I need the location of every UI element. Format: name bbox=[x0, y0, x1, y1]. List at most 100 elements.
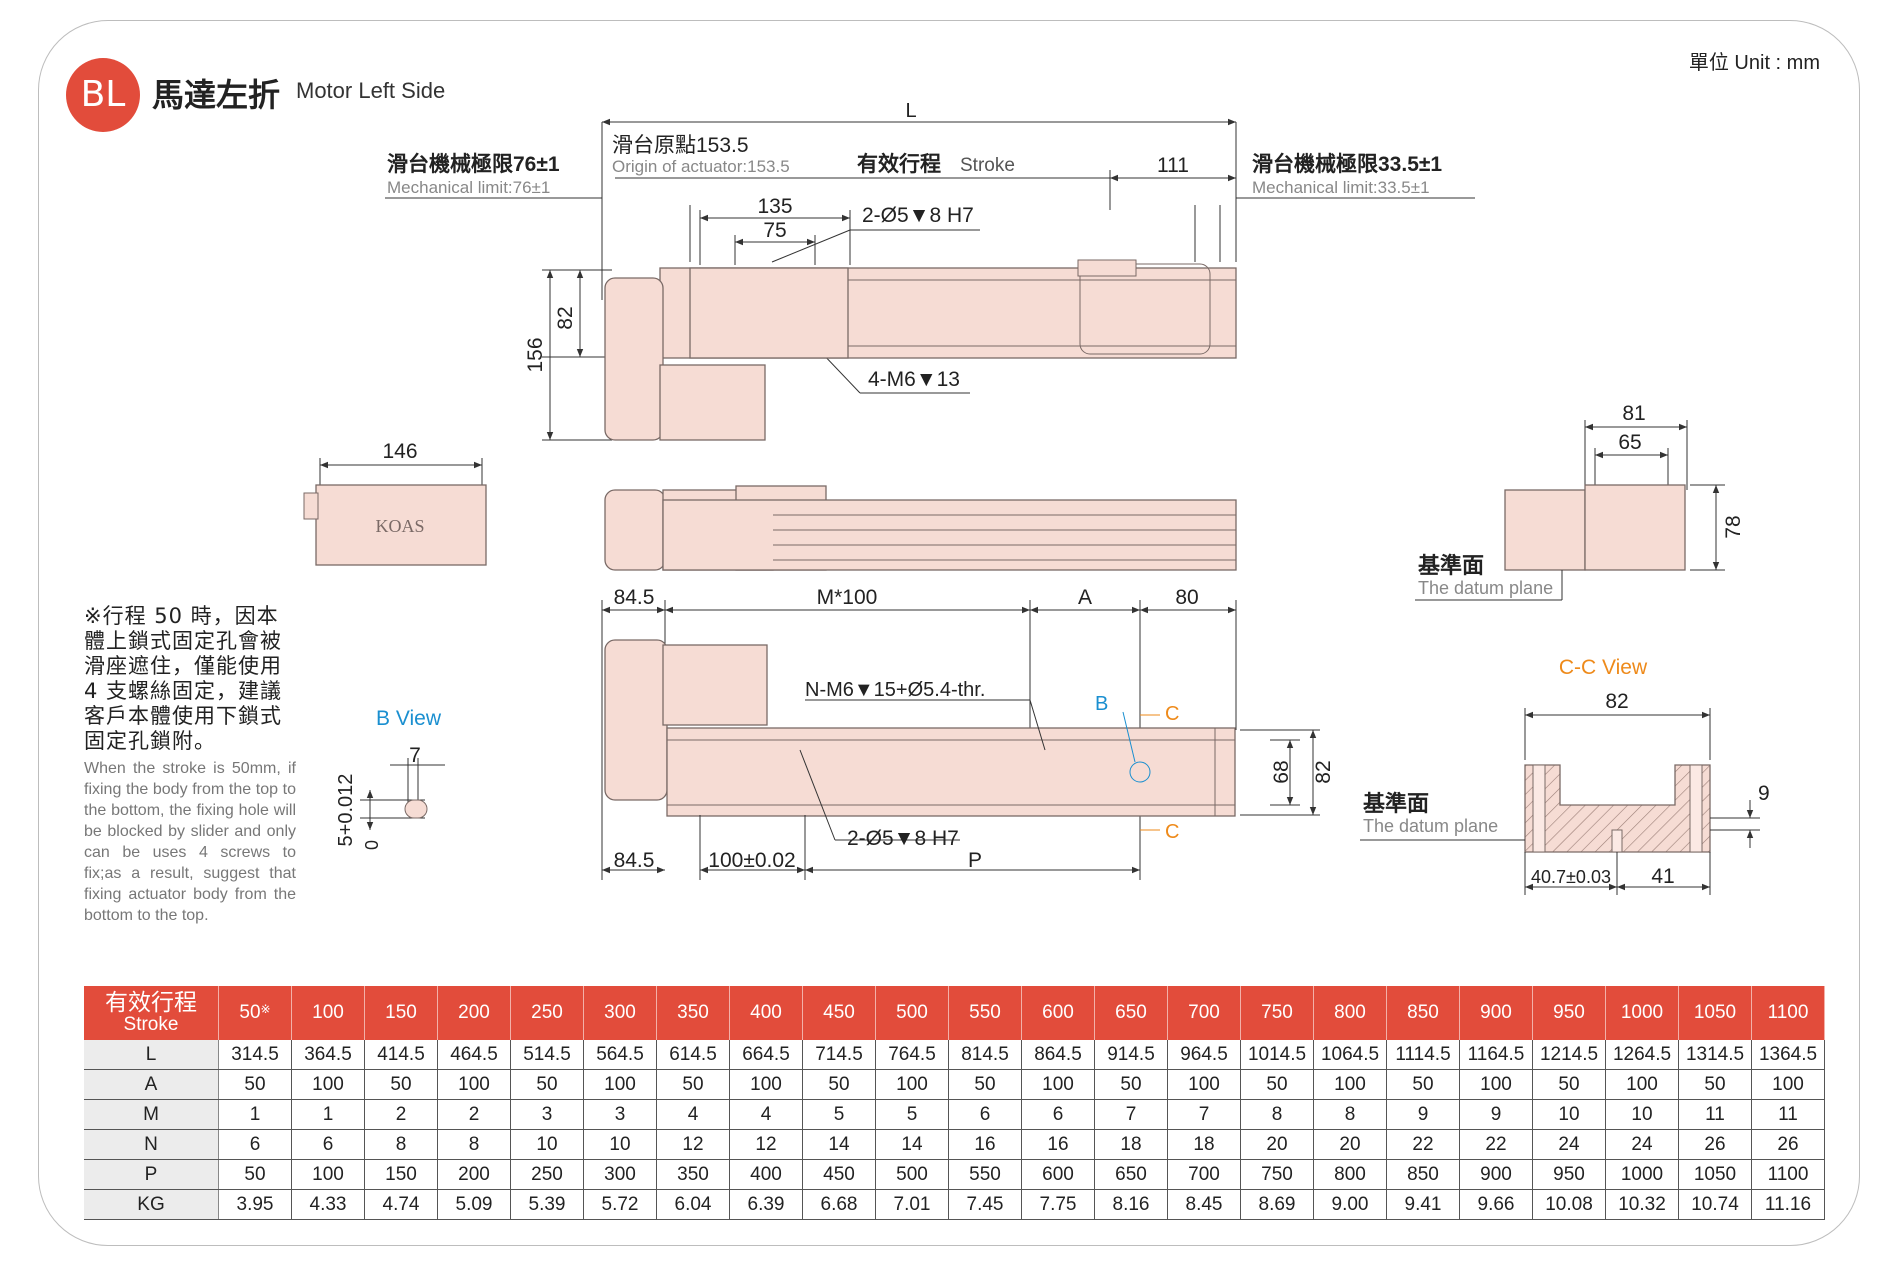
table-cell: 4.74 bbox=[364, 1189, 438, 1220]
screw-callout-bottom: N-M6▼15+Ø5.4-thr. bbox=[805, 679, 985, 701]
top-view bbox=[385, 118, 1475, 441]
table-cell: 4.33 bbox=[291, 1189, 365, 1220]
stroke-label-en: Stroke bbox=[960, 155, 1015, 176]
table-cell: 9 bbox=[1386, 1099, 1460, 1130]
table-cell: 700 bbox=[1167, 1159, 1241, 1190]
stroke-col-header: 250 bbox=[510, 986, 584, 1040]
table-cell: 9.66 bbox=[1459, 1189, 1533, 1220]
table-cell: 500 bbox=[875, 1159, 949, 1190]
table-cell: 1114.5 bbox=[1386, 1040, 1460, 1070]
slider-screw-callout: 4-M6▼13 bbox=[868, 368, 960, 391]
table-cell: 7 bbox=[1167, 1099, 1241, 1130]
stroke-col-header: 650 bbox=[1094, 986, 1168, 1040]
datum-label-en-1: The datum plane bbox=[1418, 578, 1553, 598]
section-badge: BL bbox=[66, 58, 140, 132]
table-cell: 1214.5 bbox=[1532, 1040, 1606, 1070]
stroke-col-header: 1050 bbox=[1678, 986, 1752, 1040]
row-label: P bbox=[84, 1159, 219, 1190]
stroke-col-header: 100 bbox=[291, 986, 365, 1040]
table-cell: 564.5 bbox=[583, 1040, 657, 1070]
table-cell: 100 bbox=[291, 1069, 365, 1100]
table-cell: 464.5 bbox=[437, 1040, 511, 1070]
table-cell: 364.5 bbox=[291, 1040, 365, 1070]
table-cell: 26 bbox=[1678, 1129, 1752, 1160]
table-cell: 5.39 bbox=[510, 1189, 584, 1220]
table-cell: 100 bbox=[875, 1069, 949, 1100]
table-cell: 100 bbox=[1605, 1069, 1679, 1100]
table-cell: 964.5 bbox=[1167, 1040, 1241, 1070]
table-cell: 250 bbox=[510, 1159, 584, 1190]
table-cell: 6.04 bbox=[656, 1189, 730, 1220]
table-cell: 24 bbox=[1605, 1129, 1679, 1160]
table-cell: 50 bbox=[218, 1069, 292, 1100]
stroke-note-en: When the stroke is 50mm, if fixing the b… bbox=[84, 760, 296, 924]
table-cell: 100 bbox=[1459, 1069, 1533, 1100]
cc-view-section bbox=[1360, 708, 1760, 895]
row-label: L bbox=[84, 1040, 219, 1070]
stroke-col-header: 200 bbox=[437, 986, 511, 1040]
table-cell: 11 bbox=[1751, 1099, 1825, 1130]
table-cell: 8.69 bbox=[1240, 1189, 1314, 1220]
table-cell: 800 bbox=[1313, 1159, 1387, 1190]
table-cell: 9.00 bbox=[1313, 1189, 1387, 1220]
table-cell: 50 bbox=[1386, 1069, 1460, 1100]
table-cell: 10.74 bbox=[1678, 1189, 1752, 1220]
mech-limit-right-cn: 滑台機械極限33.5±1 bbox=[1252, 152, 1442, 176]
table-cell: 8 bbox=[1240, 1099, 1314, 1130]
dim-100: 100±0.02 bbox=[708, 849, 795, 872]
table-cell: 7.01 bbox=[875, 1189, 949, 1220]
table-cell: 900 bbox=[1459, 1159, 1533, 1190]
dim-40-7: 40.7±0.03 bbox=[1531, 867, 1611, 887]
dim-82-side: 82 bbox=[1312, 760, 1335, 783]
table-cell: 10 bbox=[1532, 1099, 1606, 1130]
table-cell: 7.75 bbox=[1021, 1189, 1095, 1220]
table-cell: 6 bbox=[218, 1129, 292, 1160]
table-cell: 8 bbox=[437, 1129, 511, 1160]
table-cell: 514.5 bbox=[510, 1040, 584, 1070]
table-cell: 50 bbox=[948, 1069, 1022, 1100]
table-cell: 100 bbox=[1313, 1069, 1387, 1100]
section-title-en: Motor Left Side bbox=[296, 78, 446, 103]
table-cell: 650 bbox=[1094, 1159, 1168, 1190]
table-cell: 750 bbox=[1240, 1159, 1314, 1190]
table-cell: 100 bbox=[437, 1069, 511, 1100]
section-title-cn: 馬達左折 bbox=[152, 76, 281, 114]
stroke-col-header: 50※ bbox=[218, 986, 292, 1040]
table-cell: 950 bbox=[1532, 1159, 1606, 1190]
dim-82-cc: 82 bbox=[1605, 690, 1628, 713]
table-cell: 914.5 bbox=[1094, 1040, 1168, 1070]
table-cell: 7.45 bbox=[948, 1189, 1022, 1220]
table-cell: 11.16 bbox=[1751, 1189, 1825, 1220]
table-cell: 850 bbox=[1386, 1159, 1460, 1190]
table-cell: 1 bbox=[291, 1099, 365, 1130]
table-cell: 20 bbox=[1240, 1129, 1314, 1160]
dim-l: L bbox=[905, 100, 916, 122]
datum-label-cn-2: 基準面 bbox=[1363, 791, 1429, 816]
table-cell: 3.95 bbox=[218, 1189, 292, 1220]
table-cell: 6 bbox=[291, 1129, 365, 1160]
mech-limit-left-en: Mechanical limit:76±1 bbox=[387, 178, 550, 197]
table-cell: 300 bbox=[583, 1159, 657, 1190]
dim-81: 81 bbox=[1622, 402, 1645, 425]
table-cell: 26 bbox=[1751, 1129, 1825, 1160]
table-cell: 1364.5 bbox=[1751, 1040, 1825, 1070]
table-cell: 5.72 bbox=[583, 1189, 657, 1220]
table-cell: 5.09 bbox=[437, 1189, 511, 1220]
mark-c-bottom: C bbox=[1165, 821, 1179, 843]
table-cell: 100 bbox=[1751, 1069, 1825, 1100]
table-cell: 50 bbox=[510, 1069, 584, 1100]
table-cell: 100 bbox=[1167, 1069, 1241, 1100]
hole-callout-bottom: 2-Ø5▼8 H7 bbox=[847, 827, 959, 850]
table-cell: 1164.5 bbox=[1459, 1040, 1533, 1070]
table-cell: 7 bbox=[1094, 1099, 1168, 1130]
table-cell: 100 bbox=[291, 1159, 365, 1190]
table-cell: 714.5 bbox=[802, 1040, 876, 1070]
stroke-col-header: 550 bbox=[948, 986, 1022, 1040]
row-label: A bbox=[84, 1069, 219, 1100]
table-cell: 10.32 bbox=[1605, 1189, 1679, 1220]
dim-9: 9 bbox=[1758, 782, 1770, 805]
page-frame bbox=[38, 20, 1860, 1246]
